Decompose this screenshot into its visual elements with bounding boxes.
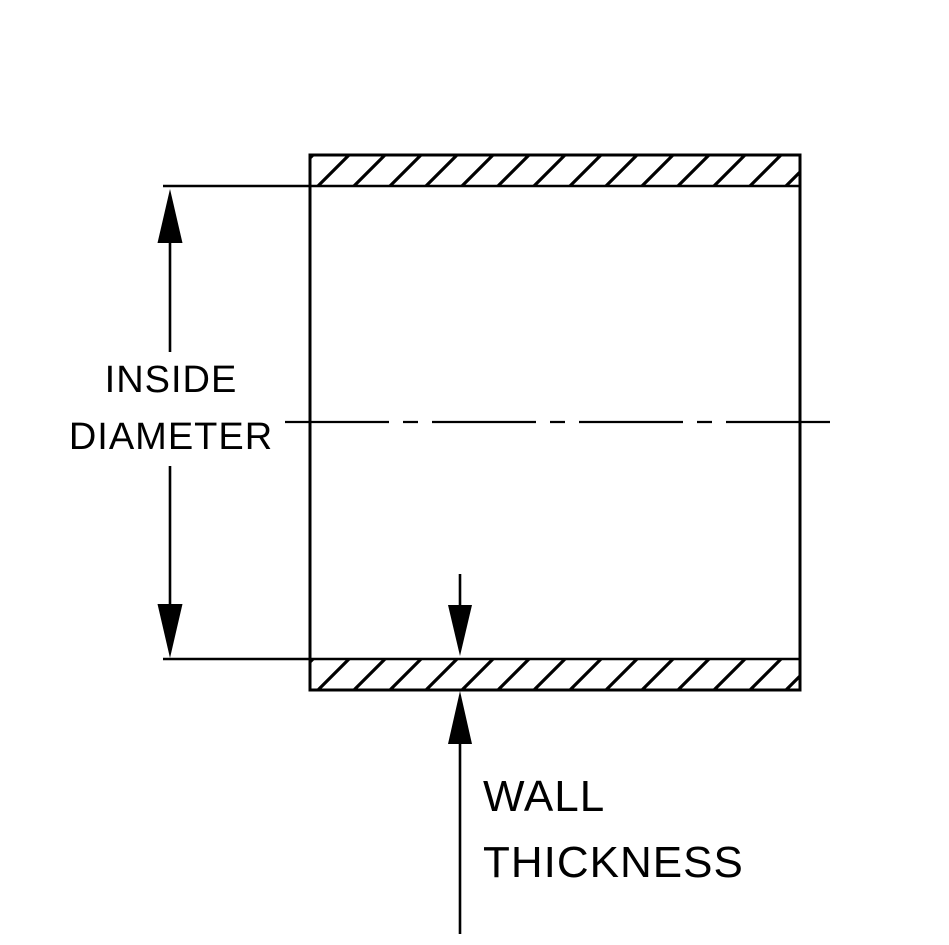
top-wall-hatch bbox=[310, 155, 800, 186]
inside-diameter-label: INSIDE DIAMETER bbox=[40, 352, 302, 466]
inside-diameter-arrow-up bbox=[157, 189, 183, 243]
wall-thickness-label: WALL THICKNESS bbox=[483, 764, 744, 896]
inside-diameter-line1: INSIDE bbox=[104, 359, 238, 401]
wall-thickness-line2: THICKNESS bbox=[483, 838, 744, 887]
inside-diameter-arrow-down bbox=[157, 604, 183, 658]
wall-thickness-arrow-up bbox=[448, 691, 472, 744]
bottom-wall-hatch bbox=[310, 659, 800, 690]
arrowheads bbox=[157, 189, 472, 744]
line-work bbox=[163, 153, 832, 934]
wall-thickness-line1: WALL bbox=[483, 772, 606, 821]
wall-thickness-arrow-down bbox=[448, 605, 472, 656]
inside-diameter-line2: DIAMETER bbox=[68, 416, 274, 458]
